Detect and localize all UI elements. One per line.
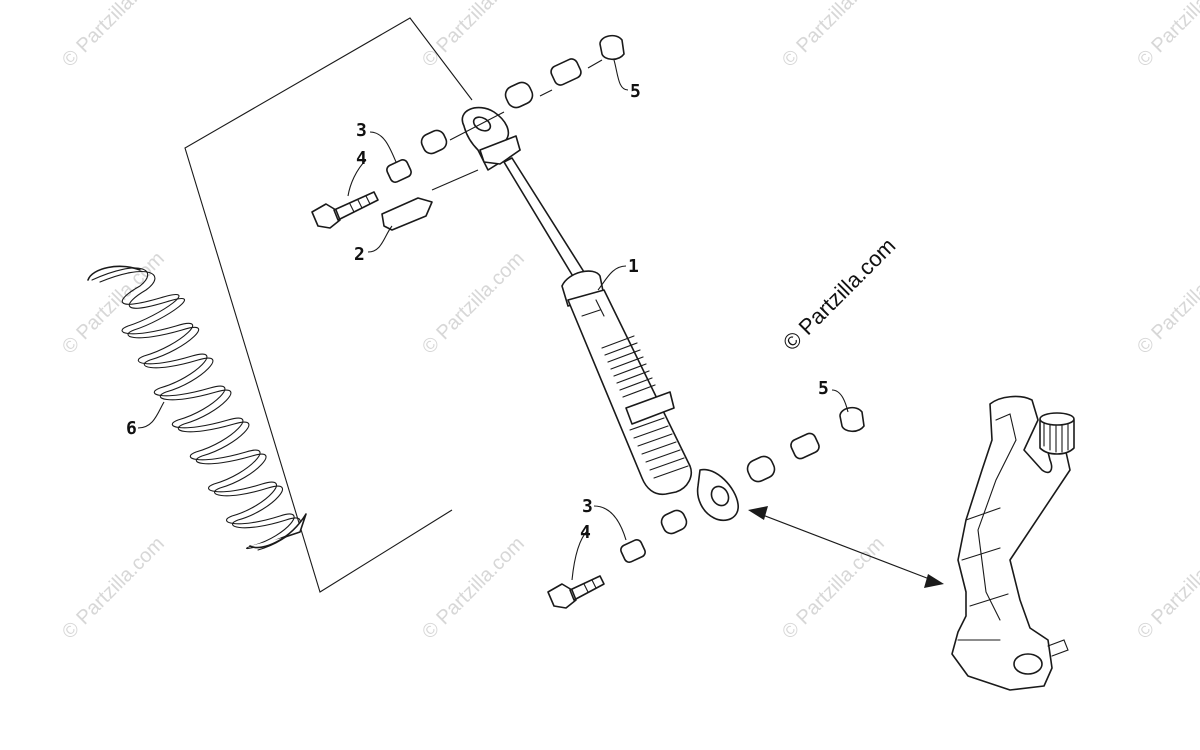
top-bushing-large (420, 129, 448, 155)
bottom-spacer-sleeve (620, 539, 646, 563)
watermark: © Partzilla.com (1133, 533, 1200, 644)
bottom-flange-nut (839, 406, 865, 433)
spring-group-outline (184, 17, 473, 593)
top-bolt-assembly (311, 159, 433, 231)
knuckle-stud-top (1039, 412, 1075, 426)
watermark: © Partzilla.com (778, 0, 889, 72)
top-bolt-axis (431, 169, 479, 191)
leader-5-top (613, 59, 629, 91)
callout-1: 1 (628, 256, 639, 277)
callout-labels: 1 2 3 4 3 4 5 5 6 (126, 81, 829, 543)
leader-4-top (347, 159, 367, 197)
callout-5-top: 5 (630, 81, 641, 102)
bottom-bushing-right (746, 455, 776, 483)
leader-lines (137, 59, 849, 581)
top-mount-pin (381, 197, 433, 231)
bottom-mount-hardware (547, 406, 865, 609)
top-flange-bolt (311, 191, 379, 229)
knuckle-splines (1043, 415, 1069, 453)
shock-body-seam (581, 309, 601, 317)
knuckle-lower-bore (1013, 653, 1043, 675)
bottom-bolt-threads (583, 579, 597, 593)
shock-absorber (461, 106, 739, 522)
callout-4-top: 4 (356, 148, 367, 169)
callout-3-top: 3 (356, 120, 367, 141)
leader-6 (137, 401, 165, 429)
bottom-sleeve (790, 432, 820, 460)
top-mount-hardware (420, 34, 625, 191)
shock-bottom-eye-hole (710, 485, 730, 507)
assembly-arrow (748, 506, 944, 588)
top-bolt-threads (349, 195, 371, 213)
arrow-head-end (924, 574, 944, 588)
leader-4-bottom (571, 529, 589, 581)
knuckle-lower-bolt (1047, 639, 1069, 657)
leader-1 (597, 265, 627, 291)
copyright-text: © Partzilla.com (778, 233, 901, 356)
watermark: © Partzilla.com (418, 248, 529, 359)
leader-3-top (369, 131, 397, 163)
shock-body (567, 289, 692, 496)
callout-2: 2 (354, 244, 365, 265)
watermark: © Partzilla.com (418, 0, 529, 72)
callout-5-bottom: 5 (818, 378, 829, 399)
spring-coils-front (91, 267, 301, 550)
top-sleeve (550, 58, 582, 86)
arrow-shaft (759, 513, 933, 581)
bottom-bushing-left (660, 509, 688, 535)
top-spacer-sleeve (386, 159, 412, 183)
spring-bottom-end (249, 513, 307, 549)
callout-3-bottom: 3 (582, 496, 593, 517)
knuckle-inner-frame (977, 413, 1017, 621)
shock-adjuster-collar (625, 391, 675, 425)
watermark: © Partzilla.com (1133, 248, 1200, 359)
shock-body-slot (595, 299, 605, 317)
spring-coils-back (99, 270, 301, 551)
watermark: © Partzilla.com (778, 533, 889, 644)
top-washer (504, 81, 534, 109)
leader-2 (367, 225, 393, 253)
steering-knuckle (951, 395, 1075, 691)
leader-5-bottom (831, 389, 849, 413)
top-flange-nut (599, 34, 625, 61)
shock-threads (601, 335, 689, 479)
callout-4-bottom: 4 (580, 522, 591, 543)
callout-6: 6 (126, 418, 137, 439)
coil-spring (87, 265, 307, 551)
arrow-head-start (748, 506, 768, 520)
knuckle-mount-lines (957, 507, 1009, 641)
watermark: © Partzilla.com (1133, 0, 1200, 72)
top-axis-line (449, 59, 603, 141)
watermark: © Partzilla.com (58, 0, 169, 72)
knuckle-body (951, 395, 1071, 691)
watermark: © Partzilla.com (418, 533, 529, 644)
bottom-flange-bolt (547, 575, 605, 609)
watermark: © Partzilla.com (58, 533, 169, 644)
watermark: © Partzilla.com (58, 248, 169, 359)
leader-3-bottom (593, 505, 627, 541)
shock-top-bumper (479, 135, 521, 165)
